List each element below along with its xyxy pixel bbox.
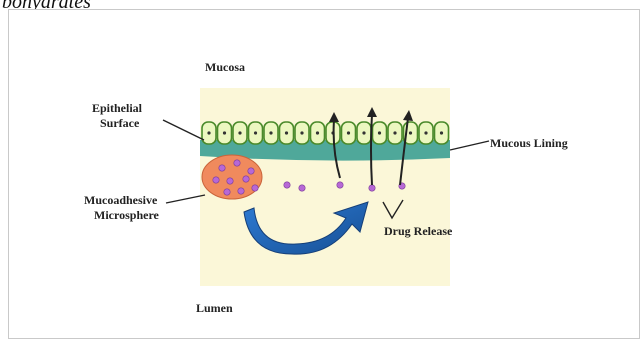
drug-particle: [213, 177, 219, 183]
drug-particle: [299, 185, 305, 191]
cell-nucleus: [254, 131, 257, 134]
drug-particle: [234, 160, 240, 166]
cell-nucleus: [409, 131, 412, 134]
drug-release-label: Drug Release: [384, 224, 452, 239]
mucoadhesive-microsphere-label-line2: Microsphere: [94, 208, 159, 223]
drug-particle: [243, 176, 249, 182]
mucoadhesive-microsphere-label-line1: Mucoadhesive: [84, 193, 157, 208]
drug-particle: [238, 188, 244, 194]
epithelial-surface-label-line1: Epithelial: [92, 101, 142, 116]
cell-nucleus: [269, 131, 272, 134]
cell-nucleus: [238, 131, 241, 134]
cell-nucleus: [300, 131, 303, 134]
drug-particle: [227, 178, 233, 184]
drug-particle: [219, 165, 225, 171]
microsphere: [202, 155, 262, 199]
drug-particle: [224, 189, 230, 195]
cell-nucleus: [440, 131, 443, 134]
drug-particle: [248, 168, 254, 174]
lumen-label: Lumen: [196, 301, 233, 316]
cell-nucleus: [285, 131, 288, 134]
mucosa-label: Mucosa: [205, 60, 245, 75]
drug-particle: [252, 185, 258, 191]
cell-nucleus: [347, 131, 350, 134]
cell-nucleus: [207, 131, 210, 134]
drug-particle: [337, 182, 343, 188]
drug-particle: [284, 182, 290, 188]
mucous-lining-label: Mucous Lining: [490, 136, 568, 151]
cell-nucleus: [362, 131, 365, 134]
drug-particle: [369, 185, 375, 191]
cell-nucleus: [378, 131, 381, 134]
cell-nucleus: [424, 131, 427, 134]
cell-nucleus: [316, 131, 319, 134]
cell-nucleus: [393, 131, 396, 134]
epithelial-surface-label-line2: Surface: [100, 116, 139, 131]
cell-nucleus: [223, 131, 226, 134]
